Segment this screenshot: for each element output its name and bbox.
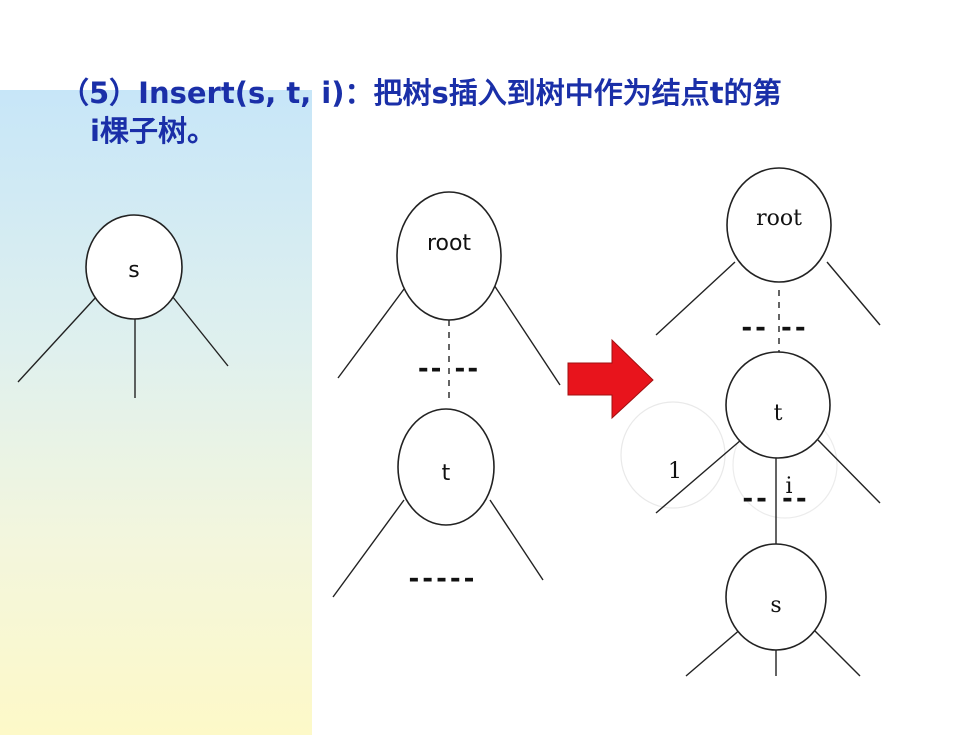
tree-after: root -- -- t 1 i -- -- s <box>620 167 881 677</box>
node-t-circle <box>397 408 495 526</box>
node-s-label: s <box>128 258 139 283</box>
dashes-upper: -- -- <box>418 354 480 384</box>
after-root-circle <box>726 167 832 283</box>
dashes-lower: ----- <box>409 564 478 594</box>
child-1-label: 1 <box>668 459 682 484</box>
tree-s: s <box>17 214 229 398</box>
after-s-circle <box>725 543 827 651</box>
after-t-label: t <box>774 401 783 426</box>
after-t-circle <box>725 351 831 459</box>
faint-child-circle-left <box>620 401 726 509</box>
title-line-2: i棵子树。 <box>90 114 216 148</box>
child-i-label: i <box>785 474 792 499</box>
tree-before: root -- -- t ----- <box>332 191 561 598</box>
slide-title: （5）Insert(s, t, i)：把树s插入到树中作为结点t的第 i棵子树。 <box>60 74 960 150</box>
node-t-label: t <box>442 461 451 486</box>
after-dashes-upper: -- -- <box>741 313 808 343</box>
after-dashes-lower: -- -- <box>742 484 809 514</box>
red-right-arrow-icon <box>567 338 654 420</box>
node-root-circle <box>396 191 502 321</box>
after-s-label: s <box>770 593 781 618</box>
node-s-circle <box>85 214 183 320</box>
title-line-1: （5）Insert(s, t, i)：把树s插入到树中作为结点t的第 <box>60 76 782 110</box>
node-root-label: root <box>427 231 471 256</box>
left-gradient-band <box>0 90 312 735</box>
after-root-label: root <box>756 206 802 231</box>
